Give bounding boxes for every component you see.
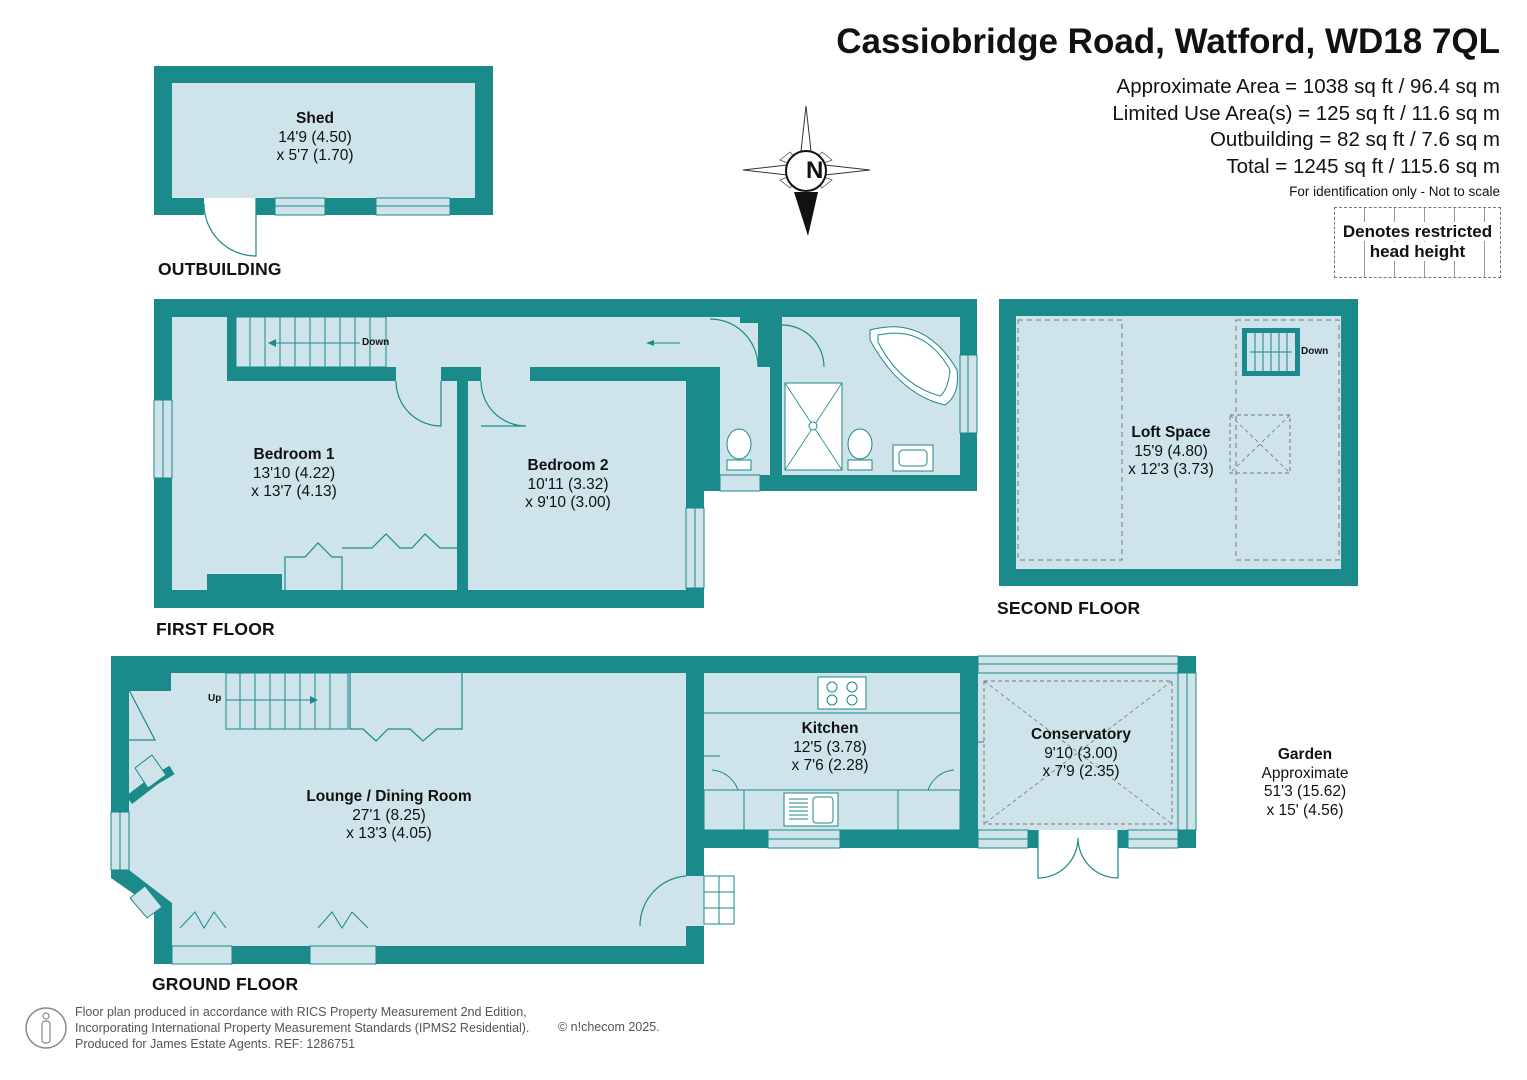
floor-label-outbuilding: OUTBUILDING bbox=[158, 259, 282, 279]
room-dim: 12'5 (3.78) bbox=[793, 738, 867, 756]
stair-label-down-first: Down bbox=[362, 337, 390, 348]
room-dim: x 13'3 (4.05) bbox=[346, 825, 432, 842]
room-conservatory: Conservatory 9'10 (3.00) x 7'9 (2.35) bbox=[1031, 726, 1131, 782]
room-lounge-dining: Lounge / Dining Room 27'1 (8.25) x 13'3 … bbox=[306, 788, 471, 844]
room-name: Shed bbox=[296, 110, 334, 127]
room-dim: x 7'6 (2.28) bbox=[791, 757, 869, 774]
person-logo-icon bbox=[25, 1007, 67, 1049]
copyright: © n!checom 2025. bbox=[558, 1020, 660, 1034]
legend-line-2: head height bbox=[1369, 242, 1466, 261]
room-name: Bedroom 2 bbox=[527, 457, 609, 474]
room-dim: 14'9 (4.50) bbox=[278, 128, 352, 146]
room-name: Loft Space bbox=[1131, 424, 1211, 441]
footer-line: Incorporating International Property Mea… bbox=[75, 1021, 530, 1035]
room-dim: x 15' (4.56) bbox=[1266, 801, 1344, 819]
room-dim: 13'10 (4.22) bbox=[252, 464, 336, 482]
room-dim: x 9'10 (3.00) bbox=[525, 494, 611, 511]
room-shed: Shed 14'9 (4.50) x 5'7 (1.70) bbox=[276, 110, 353, 166]
stair-label-up: Up bbox=[208, 693, 222, 704]
room-dim: 15'9 (4.80) bbox=[1134, 442, 1208, 460]
identification-note: For identification only - Not to scale bbox=[1289, 184, 1500, 199]
room-dim: x 13'7 (4.13) bbox=[251, 483, 337, 500]
room-garden: Garden Approximate 51'3 (15.62) x 15' (4… bbox=[1261, 746, 1348, 820]
legend-line-1: Denotes restricted bbox=[1342, 222, 1493, 241]
room-bedroom-2: Bedroom 2 10'11 (3.32) x 9'10 (3.00) bbox=[525, 457, 611, 513]
area-line: Total = 1245 sq ft / 115.6 sq m bbox=[1226, 154, 1500, 178]
floor-label-first: FIRST FLOOR bbox=[156, 619, 275, 639]
floor-label-second: SECOND FLOOR bbox=[997, 598, 1141, 618]
room-dim: 10'11 (3.32) bbox=[527, 475, 609, 493]
room-bedroom-1: Bedroom 1 13'10 (4.22) x 13'7 (4.13) bbox=[251, 446, 337, 502]
restricted-head-height-legend: Denotes restricted head height bbox=[1334, 207, 1501, 278]
shed-outline bbox=[154, 66, 493, 257]
first-floor-outline bbox=[153, 299, 978, 608]
room-name: Garden bbox=[1277, 746, 1333, 763]
room-dim: x 12'3 (3.73) bbox=[1128, 461, 1214, 478]
room-dim: x 5'7 (1.70) bbox=[276, 147, 354, 164]
footer-line: Floor plan produced in accordance with R… bbox=[75, 1005, 527, 1019]
room-dim: Approximate bbox=[1261, 764, 1349, 782]
room-dim: 9'10 (3.00) bbox=[1044, 744, 1118, 762]
property-address: Cassiobridge Road, Watford, WD18 7QL bbox=[836, 22, 1500, 61]
room-name: Kitchen bbox=[801, 720, 859, 737]
room-loft-space: Loft Space 15'9 (4.80) x 12'3 (3.73) bbox=[1128, 424, 1214, 480]
footer-disclaimer: Floor plan produced in accordance with R… bbox=[75, 1004, 529, 1052]
area-line: Outbuilding = 82 sq ft / 7.6 sq m bbox=[1209, 128, 1500, 151]
room-name: Conservatory bbox=[1031, 726, 1131, 743]
area-line: Approximate Area = 1038 sq ft / 96.4 sq … bbox=[1116, 75, 1500, 98]
stair-label-down-second: Down bbox=[1301, 346, 1329, 357]
area-line: Limited Use Area(s) = 125 sq ft / 11.6 s… bbox=[1112, 101, 1500, 125]
area-summary: Approximate Area = 1038 sq ft / 96.4 sq … bbox=[1112, 74, 1500, 180]
footer-line: Produced for James Estate Agents. REF: 1… bbox=[75, 1037, 356, 1051]
room-name: Lounge / Dining Room bbox=[306, 788, 472, 805]
room-dim: x 7'9 (2.35) bbox=[1042, 763, 1120, 780]
second-floor-outline bbox=[999, 299, 1358, 586]
room-name: Bedroom 1 bbox=[253, 446, 335, 463]
ground-floor-outline bbox=[110, 655, 1197, 965]
room-dim: 51'3 (15.62) bbox=[1263, 783, 1347, 800]
compass-icon bbox=[742, 105, 871, 236]
room-dim: 27'1 (8.25) bbox=[352, 806, 426, 824]
floor-label-ground: GROUND FLOOR bbox=[152, 974, 299, 994]
room-kitchen: Kitchen 12'5 (3.78) x 7'6 (2.28) bbox=[791, 720, 868, 776]
